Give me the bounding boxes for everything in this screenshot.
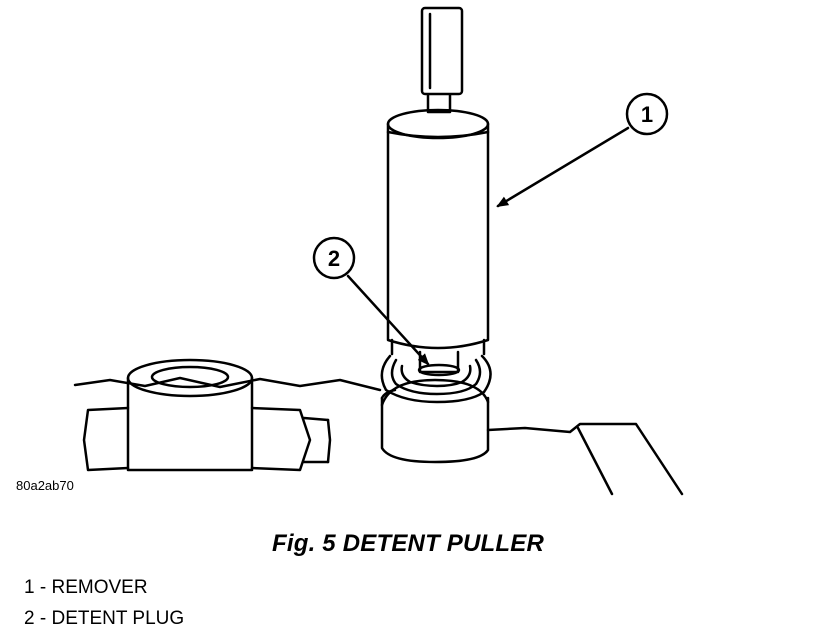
callout-circle-1: [625, 92, 669, 136]
image-reference-code: 80a2ab70: [16, 478, 74, 493]
leader-line-2: [346, 274, 430, 366]
boss-top: [126, 358, 254, 398]
shaft-left: [82, 406, 130, 472]
remover-neck: [426, 93, 452, 114]
leader-line-1: [496, 126, 630, 208]
figure-caption: Fig. 5 DETENT PULLER: [271, 530, 544, 557]
boss-body: [126, 376, 254, 472]
legend-separator: -: [39, 577, 47, 598]
callout-legend: 1 - REMOVER 2 - DETENT PLUG: [24, 572, 184, 634]
bore-collar: [380, 396, 490, 464]
callout-circle-2: [312, 236, 356, 280]
housing-edge: [576, 426, 614, 496]
housing-outline: [73, 376, 382, 392]
puller-fingers: [380, 354, 492, 404]
remover-handle: [420, 6, 464, 96]
legend-label: DETENT PLUG: [51, 608, 185, 629]
legend-item-2: 2 - DETENT PLUG: [24, 603, 184, 634]
remover-body: [386, 122, 490, 350]
boss-bore: [150, 365, 230, 389]
callout-number-2: 2: [328, 246, 340, 271]
detent-puller-illustration: 1 2: [73, 6, 684, 496]
callout-number-1: 1: [641, 102, 653, 127]
legend-number: 1: [24, 577, 35, 598]
legend-item-1: 1 - REMOVER: [24, 572, 184, 603]
legend-label: REMOVER: [51, 577, 148, 598]
legend-separator: -: [39, 608, 47, 629]
legend-number: 2: [24, 608, 35, 629]
shaft-right: [250, 406, 312, 472]
housing-right-surface: [486, 422, 684, 496]
